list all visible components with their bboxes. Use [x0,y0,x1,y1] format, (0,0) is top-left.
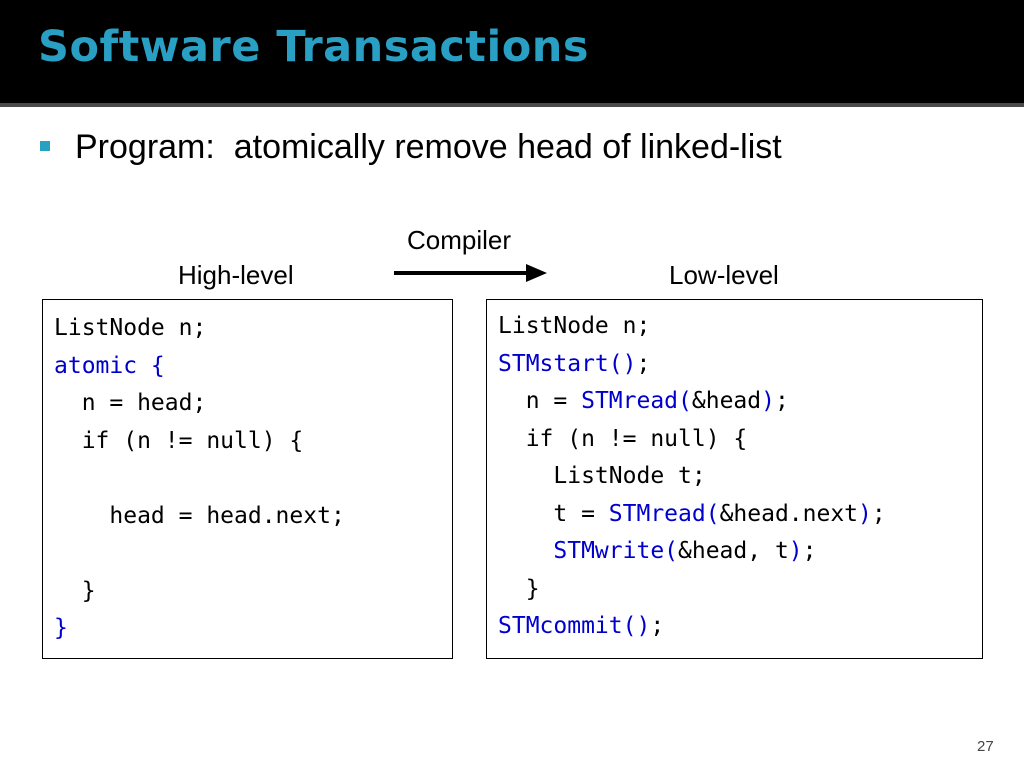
code-line: n = STMread(&head); [487,383,982,421]
code-text: ListNode t; [498,463,706,489]
code-line: head = head.next; [43,498,452,536]
code-line: if (n != null) { [487,421,982,459]
slide-title: Software Transactions [38,22,589,72]
code-keyword: atomic { [54,352,165,379]
code-line: STMstart(); [487,346,982,384]
code-text: ; [871,500,886,527]
code-text: if (n != null) { [498,425,748,452]
code-keyword: ) [761,388,775,414]
code-keyword: ) [858,500,872,527]
low-level-code-box: ListNode n;STMstart(); n = STMread(&head… [486,299,983,659]
code-text: ; [802,538,817,564]
code-text: ; [636,350,651,377]
code-text: &head.next [719,500,859,527]
code-line: atomic { [43,348,452,386]
code-text: ListNode n; [54,315,207,341]
code-keyword: STMwrite( [553,538,679,564]
compiler-label: Compiler [407,225,512,255]
code-line: ListNode n; [487,308,982,346]
code-line: t = STMread(&head.next); [487,496,982,534]
code-text: } [498,575,540,602]
bullet-text: Program: atomically remove head of linke… [75,128,782,166]
title-divider [0,103,1024,107]
code-line: } [487,571,982,609]
code-line: ListNode n; [43,310,452,348]
page-number: 27 [977,738,994,755]
code-line [43,460,452,498]
code-text: &head [691,388,762,414]
code-keyword: STMread( [581,388,692,414]
code-keyword: STMread( [608,500,720,527]
code-line: n = head; [43,385,452,423]
code-text: n = [498,388,582,414]
code-text: &head, t [678,538,789,564]
code-text: ListNode n; [498,313,651,339]
code-line: if (n != null) { [43,423,452,461]
code-keyword: ) [788,538,803,564]
code-text: ; [650,613,665,639]
code-keyword: STMstart() [498,350,637,377]
high-level-code-box: ListNode n; atomic { n = head; if (n != n… [42,299,453,659]
code-text: head = head.next; [54,502,345,529]
code-text: } [54,577,96,604]
code-text: t = [498,500,609,527]
code-line: STMwrite(&head, t); [487,533,982,571]
arrow-right-icon [394,264,547,282]
high-level-label: High-level [178,260,294,290]
low-level-label: Low-level [669,260,779,290]
code-keyword: } [54,615,68,641]
code-keyword: STMcommit() [498,613,651,639]
code-line: STMcommit(); [487,608,982,646]
code-text [498,538,553,564]
code-line: } [43,610,452,648]
code-line [43,535,452,573]
code-line: } [43,573,452,611]
code-text: if (n != null) { [54,427,304,454]
code-line: ListNode t; [487,458,982,496]
bullet-square-icon [40,141,50,151]
code-text: n = head; [54,390,207,416]
title-bar: Software Transactions [0,0,1024,103]
code-text: ; [774,388,789,414]
